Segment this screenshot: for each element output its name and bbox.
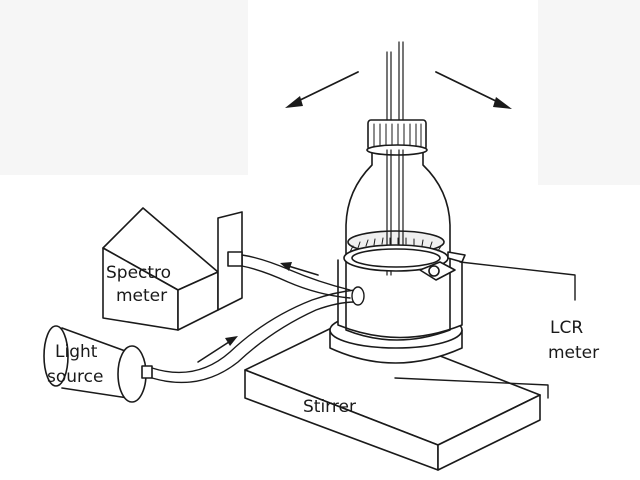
background-patch-right [538, 0, 640, 185]
lcr-leads [394, 261, 576, 399]
light-source-label-line1: Light [55, 342, 98, 362]
light-direction-arrows [197, 262, 319, 363]
stirrer-label: Stirrer [303, 397, 356, 417]
bottle-holder [329, 259, 463, 364]
tilt-arrows [285, 71, 512, 109]
light-source-label-line2: source [47, 367, 103, 387]
spectrometer-label-line2: meter [116, 286, 167, 306]
lcr-meter-label-line2: meter [548, 343, 599, 363]
spectrometer-box [102, 207, 243, 331]
fiber-cables [151, 254, 365, 384]
light-source-cylinder [43, 325, 153, 403]
electrode-ring [343, 237, 449, 272]
spectrometer-label-line1: Spectro [106, 263, 171, 283]
ring-connector [419, 251, 466, 281]
background-patch-left [0, 0, 248, 175]
stirrer-box [244, 319, 541, 471]
lcr-meter-label-line1: LCR [550, 318, 583, 338]
